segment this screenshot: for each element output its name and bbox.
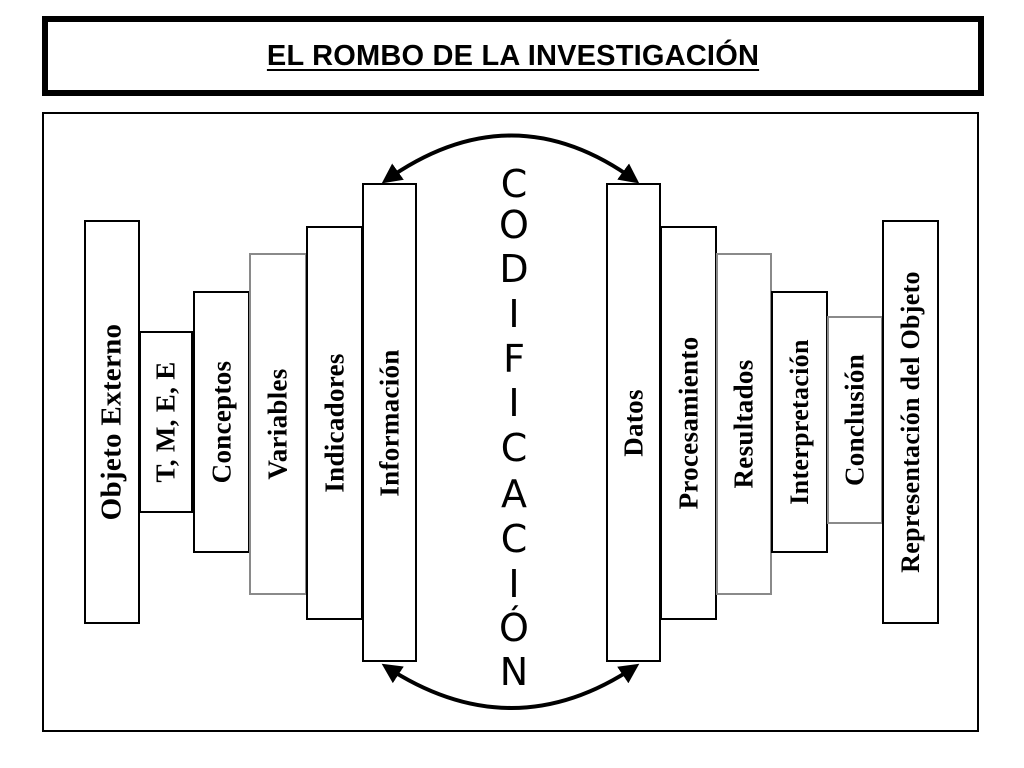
column-datos: Datos [606,183,661,662]
column-informacion: Información [362,183,417,662]
codificacion-letter: Ó [499,606,529,650]
codificacion-letter: O [499,203,529,247]
column-representacion-del-objeto: Representación del Objeto [882,220,939,624]
column-procesamiento: Procesamiento [660,226,717,620]
column-interpretacion: Interpretación [771,291,828,553]
codificacion-letter: C [500,517,528,561]
codificacion-letter: A [501,472,527,516]
codificacion-letter: I [508,381,520,425]
bottom-curved-arrow [381,663,640,710]
diagram-frame [42,112,979,732]
diagram-title: EL ROMBO DE LA INVESTIGACIÓN [266,40,760,72]
codificacion-letter: C [500,426,528,470]
column-conceptos: Conceptos [193,291,250,553]
codificacion-letter: I [508,292,520,336]
column-tmee: T, M, E, E [139,331,193,513]
top-curved-arrow [381,133,640,184]
codificacion-letter: I [508,562,520,606]
column-objeto-externo: Objeto Externo [84,220,140,624]
title-box: EL ROMBO DE LA INVESTIGACIÓN [42,16,984,96]
codificacion-letter: D [499,247,529,291]
codificacion-letter: F [503,337,525,381]
